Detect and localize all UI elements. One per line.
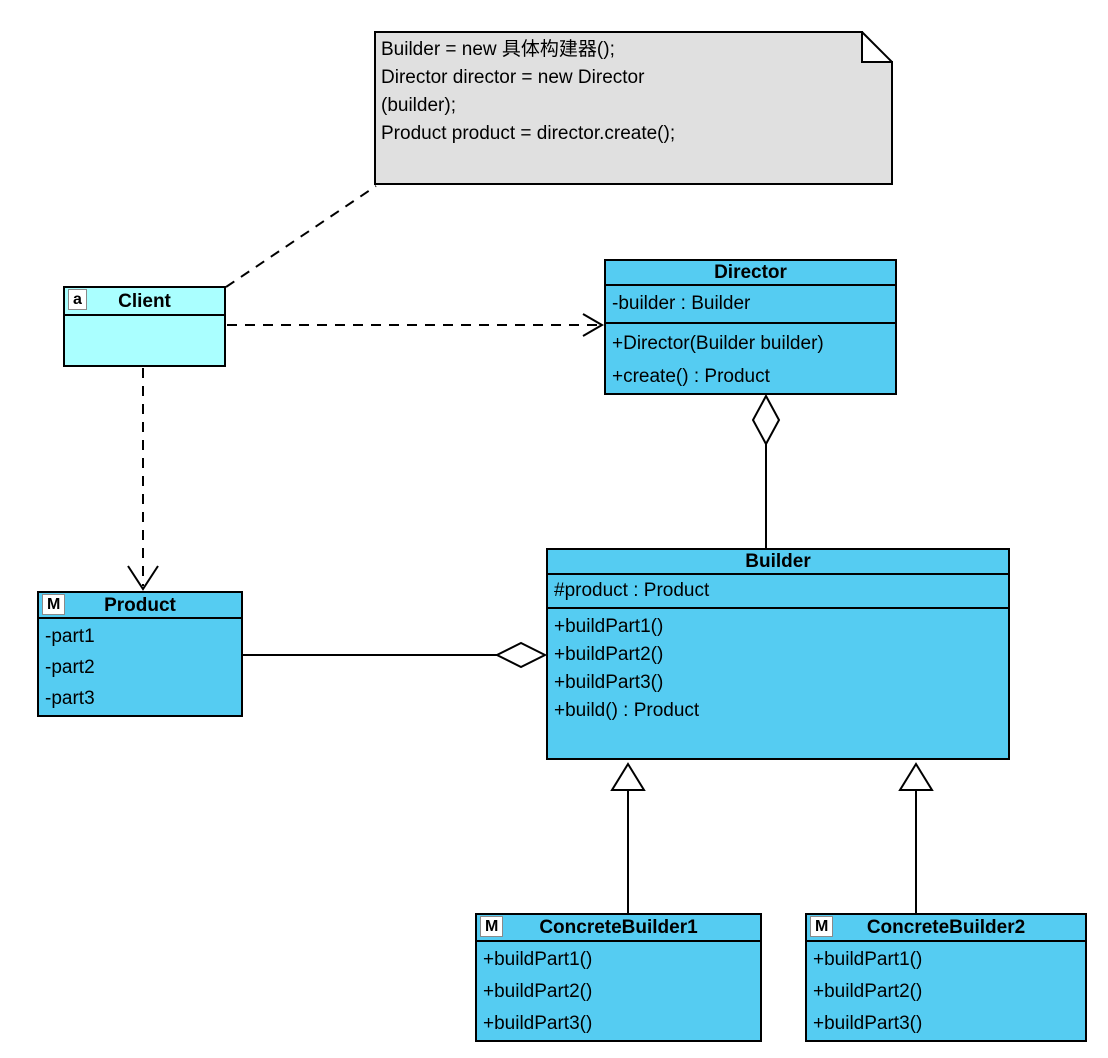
method: +buildPart2(): [554, 644, 664, 665]
method: +buildPart3(): [483, 1013, 593, 1034]
class-name: ConcreteBuilder2: [866, 917, 1026, 938]
product-m-icon: M: [42, 594, 66, 615]
attribute: -part1: [45, 626, 95, 647]
director-builder-aggregation[interactable]: [751, 393, 781, 548]
class-name: Product: [104, 595, 176, 616]
class-concretebuilder2-methods: +buildPart1() +buildPart2() +buildPart3(…: [807, 942, 1085, 1040]
method: +create() : Product: [612, 366, 770, 387]
attribute: #product : Product: [554, 580, 710, 601]
class-builder-methods: +buildPart1() +buildPart2() +buildPart3(…: [548, 609, 1008, 725]
concretebuilder2-m-icon: M: [810, 916, 834, 937]
method: +build() : Product: [554, 700, 700, 721]
method: +buildPart1(): [483, 949, 593, 970]
product-builder-aggregation[interactable]: [243, 641, 548, 669]
class-product-attributes: -part1 -part2 -part3: [39, 619, 241, 714]
note-text: Builder = new 具体构建器(); Director director…: [374, 31, 893, 185]
class-client-title: a Client: [65, 288, 224, 316]
note-anchor-link[interactable]: [225, 185, 377, 288]
method: +buildPart2(): [483, 981, 593, 1002]
class-client-body: [65, 316, 224, 365]
client-a-icon: a: [68, 289, 87, 310]
class-builder[interactable]: Builder #product : Product +buildPart1()…: [546, 548, 1010, 760]
client-product-dependency[interactable]: [127, 368, 159, 591]
class-concretebuilder2-title: M ConcreteBuilder2: [807, 915, 1085, 942]
attribute: -part3: [45, 688, 95, 709]
class-name: ConcreteBuilder1: [539, 917, 698, 938]
class-concretebuilder1-methods: +buildPart1() +buildPart2() +buildPart3(…: [477, 942, 760, 1040]
class-concretebuilder2[interactable]: M ConcreteBuilder2 +buildPart1() +buildP…: [805, 913, 1087, 1042]
class-director[interactable]: Director -builder : Builder +Director(Bu…: [604, 259, 897, 395]
note-line: (builder);: [381, 95, 456, 116]
open-arrow-icon: [582, 313, 604, 337]
note-fold-icon: [861, 31, 893, 63]
class-concretebuilder1[interactable]: M ConcreteBuilder1 +buildPart1() +buildP…: [475, 913, 762, 1042]
method: +buildPart3(): [554, 672, 664, 693]
class-builder-title: Builder: [548, 550, 1008, 575]
attribute: -part2: [45, 657, 95, 678]
note-line: Builder = new 具体构建器();: [381, 39, 615, 60]
method: +Director(Builder builder): [612, 333, 824, 354]
generalization-triangle-icon: [898, 762, 934, 791]
class-name: Director: [714, 262, 787, 283]
class-product[interactable]: M Product -part1 -part2 -part3: [37, 591, 243, 717]
attribute: -builder : Builder: [612, 293, 751, 314]
method: +buildPart2(): [813, 981, 923, 1002]
generalization-triangle-icon: [610, 762, 646, 791]
class-name: Client: [118, 291, 171, 312]
class-concretebuilder1-title: M ConcreteBuilder1: [477, 915, 760, 942]
method: +buildPart1(): [813, 949, 923, 970]
method: +buildPart1(): [554, 616, 664, 637]
client-director-dependency[interactable]: [227, 313, 604, 337]
class-client[interactable]: a Client: [63, 286, 226, 367]
note-line: Product product = director.create();: [381, 123, 676, 144]
class-director-methods: +Director(Builder builder) +create() : P…: [606, 324, 895, 393]
concretebuilder1-m-icon: M: [480, 916, 504, 937]
class-builder-attributes: #product : Product: [548, 575, 1008, 609]
class-director-attributes: -builder : Builder: [606, 286, 895, 324]
note-line: Director director = new Director: [381, 67, 645, 88]
class-name: Builder: [745, 551, 811, 572]
uml-note[interactable]: Builder = new 具体构建器(); Director director…: [374, 31, 893, 185]
concretebuilder1-generalization[interactable]: [610, 762, 646, 913]
class-director-title: Director: [606, 261, 895, 286]
class-product-title: M Product: [39, 593, 241, 619]
method: +buildPart3(): [813, 1013, 923, 1034]
aggregation-diamond-icon: [751, 393, 781, 447]
note-shape: [374, 31, 893, 185]
open-arrow-icon: [127, 565, 159, 591]
concretebuilder2-generalization[interactable]: [898, 762, 934, 913]
aggregation-diamond-icon: [494, 641, 548, 669]
